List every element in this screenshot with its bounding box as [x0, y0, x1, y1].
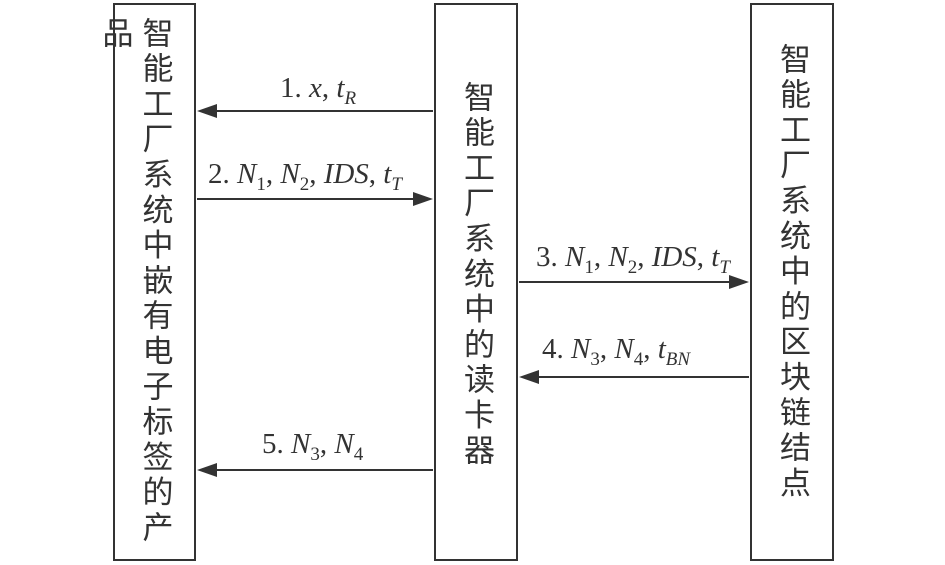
message-5-label: 5. N3, N4: [262, 428, 364, 465]
reader-box: 智能工厂系统中的读卡器: [434, 3, 518, 561]
arrowhead-2: [413, 192, 433, 206]
message-4-label: 4. N3, N4, tBN: [542, 333, 691, 370]
arrowhead-4: [519, 370, 539, 384]
product-box: 智能工厂系统中嵌有电子标签的产品: [96, 3, 196, 561]
arrowhead-5: [197, 463, 217, 477]
message-2-label: 2. N1, N2, IDS, tT: [208, 158, 402, 195]
arrowhead-1: [197, 104, 217, 118]
reader-label: 智能工厂系统中的读卡器: [458, 81, 494, 470]
arrowhead-3: [729, 275, 749, 289]
message-2-num: 2.: [208, 158, 230, 190]
blockchain-node-box: 智能工厂系统中的区块链结点: [750, 3, 834, 561]
message-3-num: 3.: [536, 241, 558, 273]
message-1-num: 1.: [280, 72, 302, 104]
message-5-num: 5.: [262, 428, 284, 460]
blockchain-node-label: 智能工厂系统中的区块链结点: [774, 43, 810, 502]
message-1-label: 1. x, tR: [280, 72, 357, 109]
message-3-label: 3. N1, N2, IDS, tT: [536, 241, 730, 278]
message-4-num: 4.: [542, 333, 564, 365]
product-label: 智能工厂系统中嵌有电子标签的产品: [96, 17, 173, 547]
